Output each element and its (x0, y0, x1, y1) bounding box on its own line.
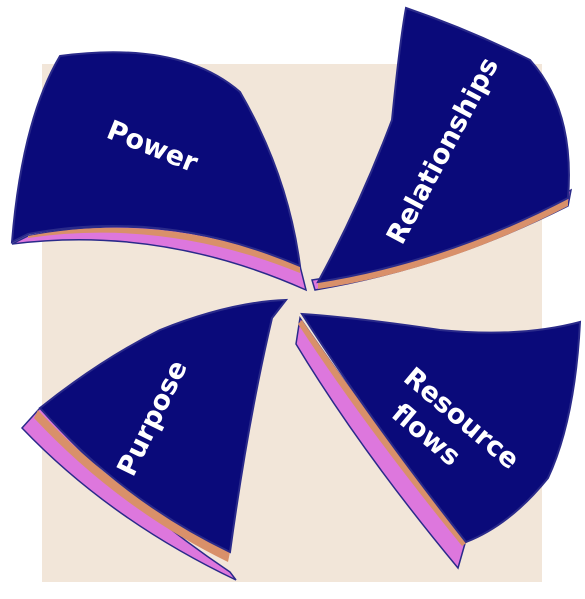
petal-resource-flows: Resource flows (295, 312, 582, 570)
petal-purpose: Purpose (20, 298, 289, 581)
petal-relationships: Relationships (311, 6, 573, 291)
petal-power: Power (10, 51, 308, 292)
